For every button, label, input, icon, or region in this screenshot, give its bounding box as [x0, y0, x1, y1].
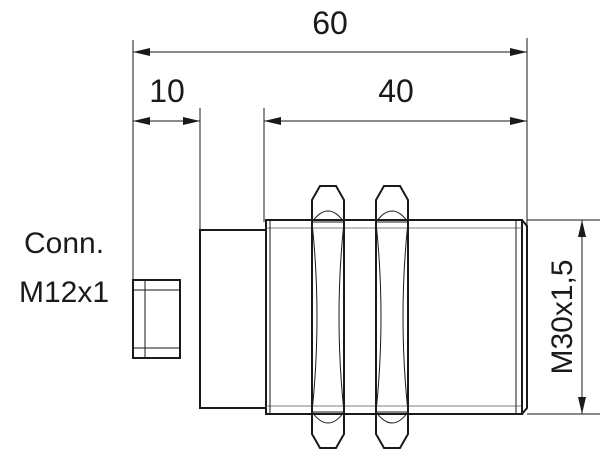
rear-housing	[199, 229, 267, 409]
dimension-thread-diameter: M30x1,5	[527, 219, 600, 415]
arrow-right-icon	[183, 117, 200, 125]
dimension-thread: 40	[263, 73, 527, 222]
arrow-right-icon	[510, 48, 527, 56]
connector-callout: Conn. M12x1	[19, 227, 109, 309]
dimension-connector-label: 10	[149, 73, 185, 109]
hex-nut-right	[375, 185, 409, 449]
hex-nut-left	[311, 185, 345, 449]
dimension-overall-label: 60	[312, 5, 348, 41]
connector-pin	[132, 279, 181, 359]
dimension-diameter-label: M30x1,5	[546, 259, 579, 374]
arrow-right-icon	[510, 117, 527, 125]
arrow-up-icon	[578, 220, 586, 237]
arrow-left-icon	[133, 48, 150, 56]
arrow-left-icon	[133, 117, 150, 125]
dimension-overall: 60	[132, 5, 528, 320]
threaded-body	[265, 219, 528, 415]
connector-label-line2: M12x1	[19, 276, 109, 309]
dimension-connector: 10	[133, 73, 201, 230]
connector-label-line1: Conn.	[24, 227, 104, 260]
arrow-left-icon	[264, 117, 281, 125]
dimension-thread-label: 40	[378, 73, 414, 109]
arrow-down-icon	[578, 397, 586, 414]
